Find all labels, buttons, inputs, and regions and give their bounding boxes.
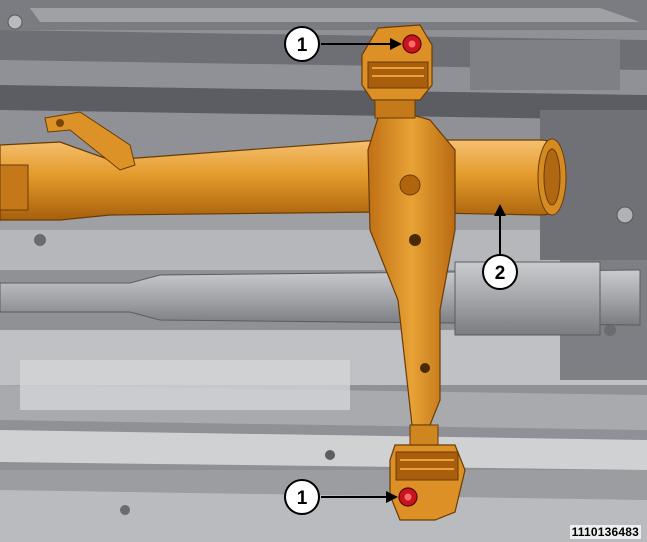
callout-crossmember: 2 [482,254,518,290]
lower-isolator-mount [389,444,466,521]
figure-id: 1110136483 [569,525,641,539]
background-driveshaft [0,261,641,336]
callout-lower: 1 [284,479,320,515]
callout-label: 2 [495,263,506,284]
callout-leaders [321,38,506,503]
callout-upper: 1 [284,26,320,62]
crossmember-arm [367,113,456,446]
callout-label: 1 [297,35,308,56]
callout-label: 1 [297,488,308,509]
